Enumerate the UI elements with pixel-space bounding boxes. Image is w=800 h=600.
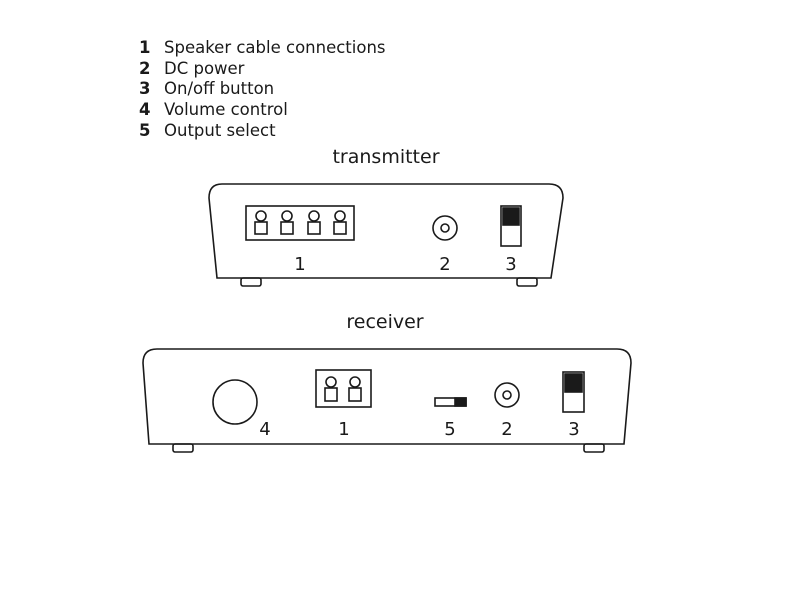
- legend-text: On/off button: [164, 79, 275, 99]
- receiver-foot-right: [583, 443, 605, 453]
- transmitter-on-off-switch: [500, 205, 522, 247]
- legend-text: Volume control: [164, 100, 288, 120]
- transmitter-foot-right: [516, 277, 538, 287]
- transmitter-title: transmitter: [332, 146, 440, 168]
- legend-number: 3: [139, 79, 151, 99]
- transmitter-device: [208, 183, 564, 287]
- legend-text: Output select: [164, 120, 276, 140]
- transmitter-label-switch: 3: [505, 254, 516, 275]
- receiver-device: [142, 348, 632, 453]
- transmitter-label-speaker: 1: [294, 254, 305, 275]
- receiver-label-volume: 4: [259, 419, 270, 440]
- receiver-dc-power-jack: [494, 382, 520, 408]
- transmitter-label-power: 2: [439, 254, 450, 275]
- legend-number: 5: [139, 120, 151, 140]
- transmitter-speaker-terminal: [245, 205, 355, 241]
- legend-text: DC power: [164, 58, 245, 78]
- receiver-on-off-switch: [562, 371, 585, 413]
- transmitter-dc-power-jack: [432, 215, 458, 241]
- receiver-volume-knob: [212, 379, 258, 425]
- receiver-label-power: 2: [501, 419, 512, 440]
- receiver-label-output: 5: [444, 419, 455, 440]
- receiver-label-speaker: 1: [338, 419, 349, 440]
- legend-number: 1: [139, 38, 151, 57]
- receiver-foot-left: [172, 443, 194, 453]
- legend-text: Speaker cable connections: [164, 38, 386, 57]
- receiver-body: [142, 348, 632, 445]
- legend-number: 2: [139, 58, 151, 78]
- receiver-title: receiver: [346, 311, 424, 333]
- legend-number: 4: [139, 100, 151, 120]
- transmitter-foot-left: [240, 277, 262, 287]
- receiver-output-select-slider: [434, 397, 467, 407]
- receiver-speaker-terminal: [315, 369, 372, 408]
- transmitter-body: [208, 183, 564, 279]
- receiver-label-switch: 3: [568, 419, 579, 440]
